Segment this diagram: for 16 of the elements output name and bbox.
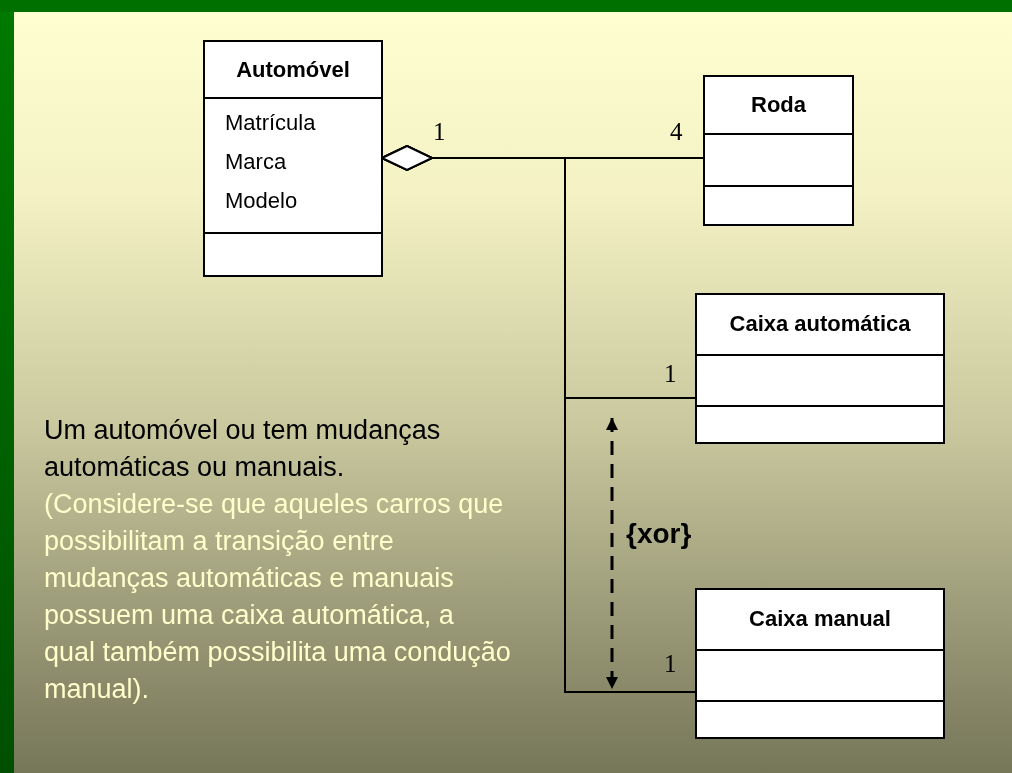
class-name: Caixa manual [749, 606, 891, 633]
note-text: Um automóvel ou tem mudanças automáticas ou manuais. [44, 414, 442, 484]
constraint-label: {xor} [626, 518, 692, 550]
class-name: Roda [751, 92, 806, 119]
multiplicity-label: 1 [664, 360, 677, 388]
note-text: (Considere-se que aqueles carros que possibilitam a transição entre mudanças automáticas e manuais possuem uma caixa automática, a qual também possibilita uma condução manual). [44, 488, 512, 706]
attribute-list: Matrícula Marca Modelo [205, 99, 335, 221]
class-name: Caixa automática [729, 311, 911, 338]
class-box [703, 75, 854, 226]
multiplicity-label: 4 [670, 118, 683, 146]
class-box [203, 40, 383, 277]
multiplicity-label: 1 [433, 118, 446, 146]
class-box [695, 293, 945, 444]
class-box [695, 588, 945, 739]
multiplicity-label: 1 [664, 650, 677, 678]
class-name: Automóvel [236, 56, 350, 83]
